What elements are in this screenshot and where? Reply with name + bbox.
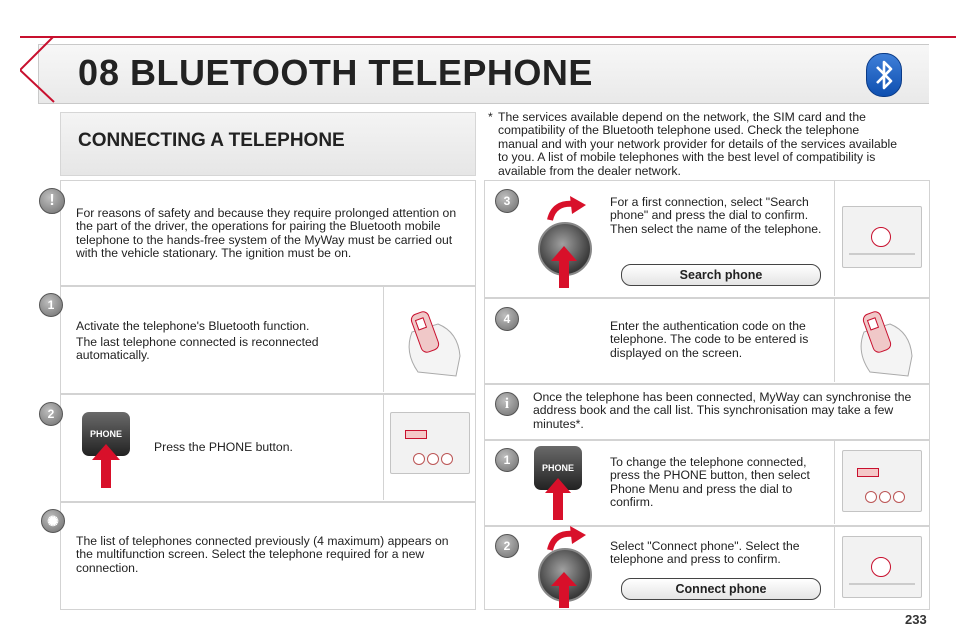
radio-unit-illustration — [842, 450, 922, 512]
connect-phone-button[interactable]: Connect phone — [621, 578, 821, 600]
header-bar — [38, 44, 929, 104]
press-arrow-icon — [551, 572, 577, 608]
footnote-text: The services available depend on the net… — [498, 110, 898, 178]
footnote-marker: * — [488, 110, 493, 124]
step-3-text: For a first connection, select "Search p… — [610, 195, 822, 236]
warning-icon: ! — [39, 188, 65, 214]
search-phone-button[interactable]: Search phone — [621, 264, 821, 286]
tip-icon: ✺ — [41, 509, 65, 533]
rotate-arrow-icon — [547, 196, 586, 221]
step-2-divider — [383, 394, 384, 500]
press-arrow-icon — [551, 246, 577, 288]
step-4-panel — [484, 298, 930, 384]
step-1-text: Activate the telephone's Bluetooth funct… — [76, 319, 310, 333]
header-rule — [20, 36, 956, 38]
press-arrow-icon — [92, 444, 120, 488]
change-step-2-badge: 2 — [495, 534, 519, 558]
change-step-1-divider — [834, 440, 835, 524]
section-title-box — [60, 112, 476, 176]
page-number: 233 — [905, 612, 927, 627]
step-1-panel — [60, 286, 476, 394]
change-step-2-divider — [834, 526, 835, 608]
tip-text: The list of telephones connected previou… — [76, 534, 449, 575]
radio-unit-illustration — [842, 206, 922, 268]
step-4-divider — [834, 298, 835, 382]
rotate-arrow-icon — [547, 526, 586, 551]
warning-panel — [60, 180, 476, 286]
step-3-divider — [834, 180, 835, 296]
step-2-badge: 2 — [39, 402, 63, 426]
info-panel — [484, 384, 930, 440]
bluetooth-icon — [866, 53, 902, 97]
section-title: CONNECTING A TELEPHONE — [78, 130, 345, 151]
step-3-badge: 3 — [495, 189, 519, 213]
step-1-subtext: The last telephone connected is reconnec… — [76, 335, 319, 363]
step-2-text: Press the PHONE button. — [154, 440, 293, 454]
info-icon: i — [495, 392, 519, 416]
step-1-badge: 1 — [39, 293, 63, 317]
page-title: BLUETOOTH TELEPHONE — [130, 52, 593, 93]
phone-hand-illustration — [860, 311, 913, 377]
change-step-2-text: Select "Connect phone". Select the telep… — [610, 539, 800, 567]
step-4-badge: 4 — [495, 307, 519, 331]
change-step-1-text: To change the telephone connected, press… — [610, 455, 810, 510]
step-4-text: Enter the authentication code on the tel… — [610, 319, 809, 360]
chapter-number: 08 — [78, 52, 121, 93]
radio-unit-illustration — [390, 412, 470, 474]
step-1-divider — [383, 286, 384, 392]
phone-hand-illustration — [408, 311, 461, 377]
radio-unit-illustration — [842, 536, 922, 598]
info-text: Once the telephone has been connected, M… — [533, 390, 912, 431]
change-step-1-badge: 1 — [495, 448, 519, 472]
header-corner-decoration — [20, 36, 55, 103]
warning-text: For reasons of safety and because they r… — [76, 206, 457, 261]
tip-panel — [60, 502, 476, 610]
press-arrow-icon — [545, 478, 571, 520]
